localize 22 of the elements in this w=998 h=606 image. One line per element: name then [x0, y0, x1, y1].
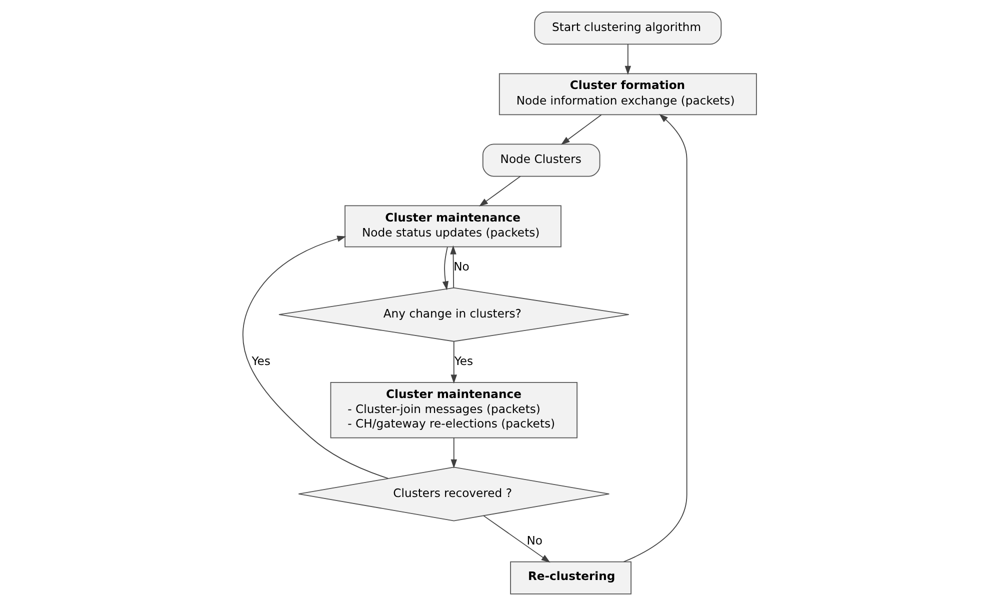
arrow [450, 245, 456, 288]
arrow [624, 44, 631, 75]
arrow [622, 114, 687, 562]
edge-label: Yes [454, 354, 473, 368]
arrow [560, 114, 602, 145]
node-box: Cluster maintenance Node status updates (packets) [344, 205, 561, 248]
node-box: Cluster maintenance - Cluster-join messages (packets) - CH/gateway re-elections (packets) [330, 382, 577, 438]
node-diamond: Clusters recovered ? [298, 466, 610, 522]
arrow [450, 341, 456, 384]
node-box: Start clustering algorithm [534, 12, 722, 45]
arrow [242, 236, 388, 479]
arrow [478, 176, 520, 206]
node-box: Re-clustering [510, 561, 631, 594]
arrow [482, 515, 550, 563]
edge-label: Yes [251, 354, 270, 368]
node-box: Node Clusters [482, 144, 600, 177]
edge-label: No [453, 259, 469, 274]
node-diamond: Any change in clusters? [278, 287, 629, 342]
arrow [450, 437, 456, 468]
edge-label: No [526, 533, 542, 548]
node-box: Cluster formation Node information exchange (packets) [498, 73, 756, 116]
arrow [442, 246, 448, 290]
